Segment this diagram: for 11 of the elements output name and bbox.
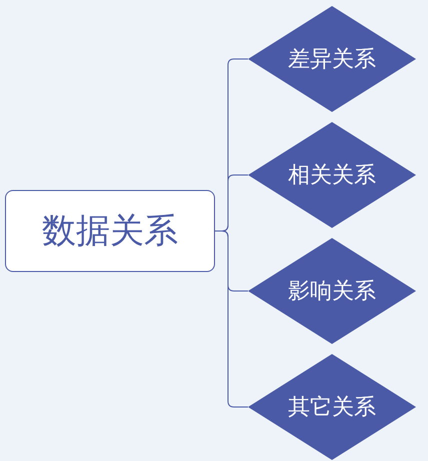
category-diamond — [248, 238, 416, 344]
connector-line — [214, 230, 248, 408]
category-label: 影响关系 — [288, 278, 376, 306]
category-label: 相关关系 — [288, 162, 376, 190]
category-diamond — [248, 354, 416, 460]
category-label: 差异关系 — [288, 46, 376, 74]
topic-box — [5, 190, 215, 272]
topic-text: 数据关系 — [42, 210, 178, 253]
category-label: 其它关系 — [288, 394, 376, 422]
category-diamond — [248, 122, 416, 228]
category-diamond — [248, 6, 416, 112]
